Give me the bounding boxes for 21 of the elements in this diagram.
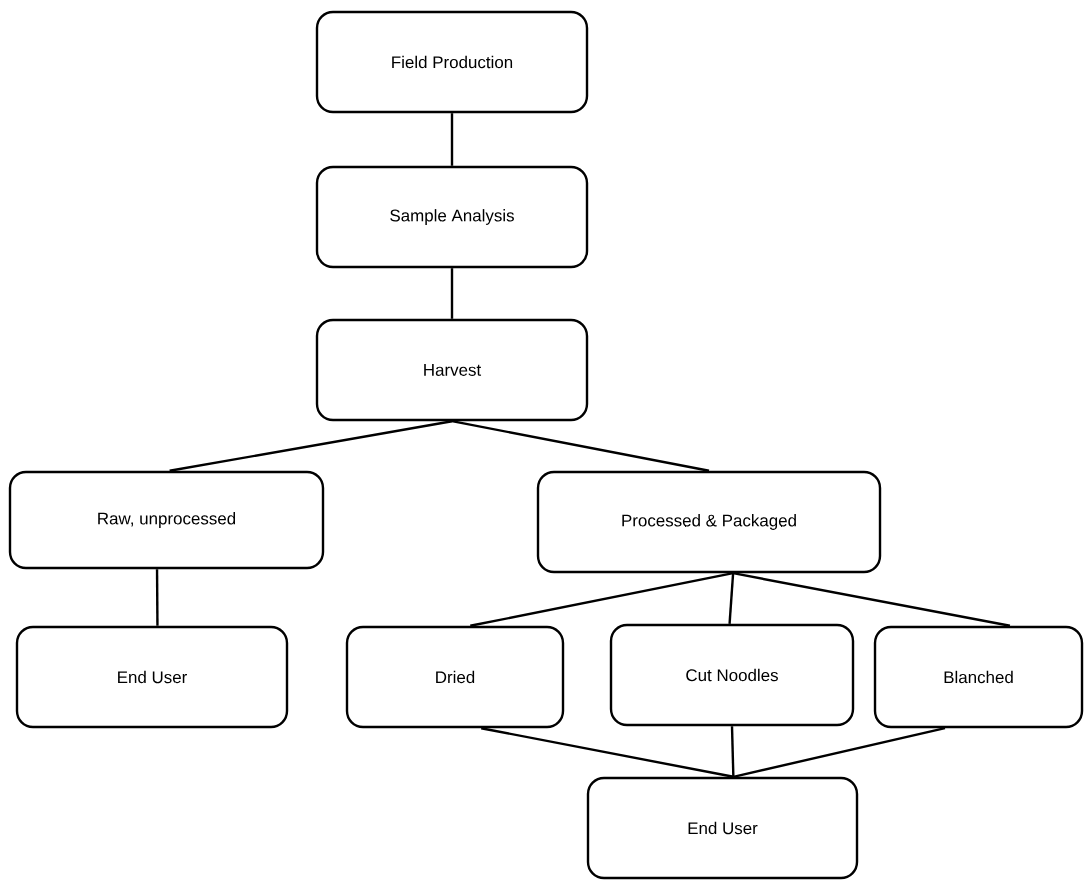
connector-line (450, 113, 454, 166)
process-box: Processed & Packaged (536, 470, 882, 574)
connector-line (730, 726, 735, 777)
connector-line (470, 572, 734, 627)
process-box: Raw, unprocessed (8, 470, 325, 570)
process-box: End User (15, 625, 289, 729)
process-box: Blanched (873, 625, 1084, 729)
connector-line (155, 569, 159, 626)
process-box: Sample Analysis (315, 165, 589, 269)
connector-line (450, 268, 454, 319)
process-box: Field Production (315, 10, 589, 114)
connector-line (733, 727, 946, 778)
connector-line (169, 420, 453, 472)
connector-line (728, 573, 735, 624)
process-box: Harvest (315, 318, 589, 422)
process-box: Dried (345, 625, 565, 729)
connector-line (451, 420, 710, 472)
process-box: Cut Noodles (609, 623, 855, 727)
process-box: End User (586, 776, 859, 880)
connector-line (732, 572, 1011, 627)
connector-line (481, 727, 734, 778)
